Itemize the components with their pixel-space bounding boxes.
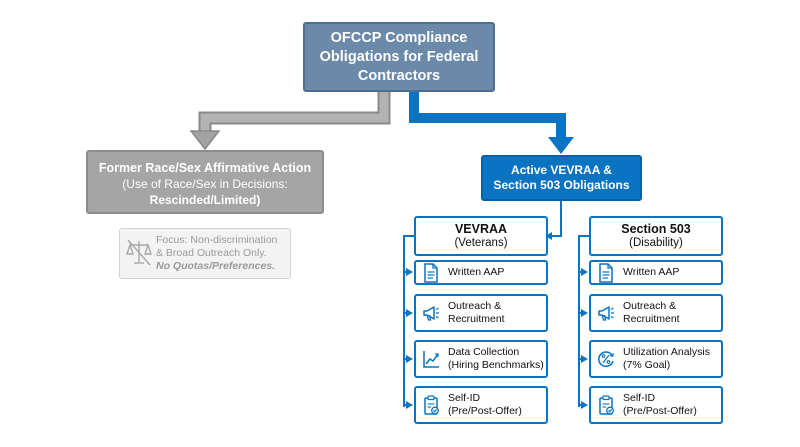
vevraa-item-outreach: Outreach &Recruitment xyxy=(414,294,548,332)
vevraa-subtitle: (Veterans) xyxy=(454,237,508,249)
section503-item-outreach: Outreach &Recruitment xyxy=(589,294,723,332)
focus-note: Focus: Non-discrimination & Broad Outrea… xyxy=(119,228,291,279)
item-label-line-1: Self-ID xyxy=(623,392,656,404)
active-title-line-2: Section 503 Obligations xyxy=(493,178,630,192)
item-label-line-2: (Pre/Post-Offer) xyxy=(623,405,697,417)
blue-arrow xyxy=(409,92,574,154)
focus-line-1: Focus: Non-discrimination xyxy=(156,234,278,246)
document-icon xyxy=(422,262,440,283)
scales-prohibited-icon xyxy=(126,239,152,266)
item-label-line-2: (Pre/Post-Offer) xyxy=(448,405,522,417)
focus-line-2: & Broad Outreach Only. xyxy=(156,247,267,259)
section503-title: Section 503 xyxy=(621,222,691,236)
item-label-line-1: Self-ID xyxy=(448,392,481,404)
former-affirmative-action-node: Former Race/Sex Affirmative Action (Use … xyxy=(86,150,324,214)
former-title: Former Race/Sex Affirmative Action xyxy=(98,161,312,175)
item-label-line-2: Recruitment xyxy=(448,313,505,325)
clipboard-check-icon xyxy=(422,395,440,415)
gray-arrow xyxy=(189,92,391,151)
item-label-line-1: Utilization Analysis xyxy=(623,346,710,358)
root-node: OFCCP Compliance Obligations for Federal… xyxy=(303,22,495,92)
section503-item-utilization: Utilization Analysis(7% Goal) xyxy=(589,340,723,378)
root-title: OFCCP Compliance Obligations for Federal… xyxy=(319,29,479,84)
active-title-line-1: Active VEVRAA & xyxy=(511,163,612,177)
active-obligations-node: Active VEVRAA & Section 503 Obligations xyxy=(481,155,642,201)
line-chart-icon xyxy=(422,349,440,369)
megaphone-icon xyxy=(422,303,440,323)
vevraa-item-written-aap: Written AAP xyxy=(414,260,548,285)
section503-node: Section 503 (Disability) xyxy=(589,216,723,256)
item-label-line-2: Recruitment xyxy=(623,313,680,325)
vevraa-item-data-collection: Data Collection(Hiring Benchmarks) xyxy=(414,340,548,378)
item-label-line-1: Outreach & xyxy=(448,300,502,312)
item-label: Written AAP xyxy=(623,266,680,278)
focus-emphasis: No Quotas/Preferences. xyxy=(156,260,276,272)
section503-tree-lines xyxy=(578,235,589,409)
item-label-line-1: Data Collection xyxy=(448,346,520,358)
item-label: Written AAP xyxy=(448,266,505,278)
item-label-line-1: Outreach & xyxy=(623,300,677,312)
item-label-line-2: (7% Goal) xyxy=(623,359,671,371)
megaphone-icon xyxy=(597,303,615,323)
item-label-line-2: (Hiring Benchmarks) xyxy=(448,359,544,371)
section503-item-written-aap: Written AAP xyxy=(589,260,723,285)
vevraa-title: VEVRAA xyxy=(454,222,508,236)
document-icon xyxy=(597,262,615,283)
former-status: Rescinded/Limited) xyxy=(149,193,261,207)
former-subtitle: (Use of Race/Sex in Decisions: xyxy=(122,177,288,191)
active-to-vevraa-line xyxy=(545,201,562,240)
vevraa-item-self-id: Self-ID(Pre/Post-Offer) xyxy=(414,386,548,424)
percent-circle-icon xyxy=(597,349,615,369)
vevraa-tree-lines xyxy=(403,235,414,409)
vevraa-node: VEVRAA (Veterans) xyxy=(414,216,548,256)
section503-item-self-id: Self-ID(Pre/Post-Offer) xyxy=(589,386,723,424)
section503-subtitle: (Disability) xyxy=(629,237,683,249)
clipboard-check-icon xyxy=(597,395,615,415)
